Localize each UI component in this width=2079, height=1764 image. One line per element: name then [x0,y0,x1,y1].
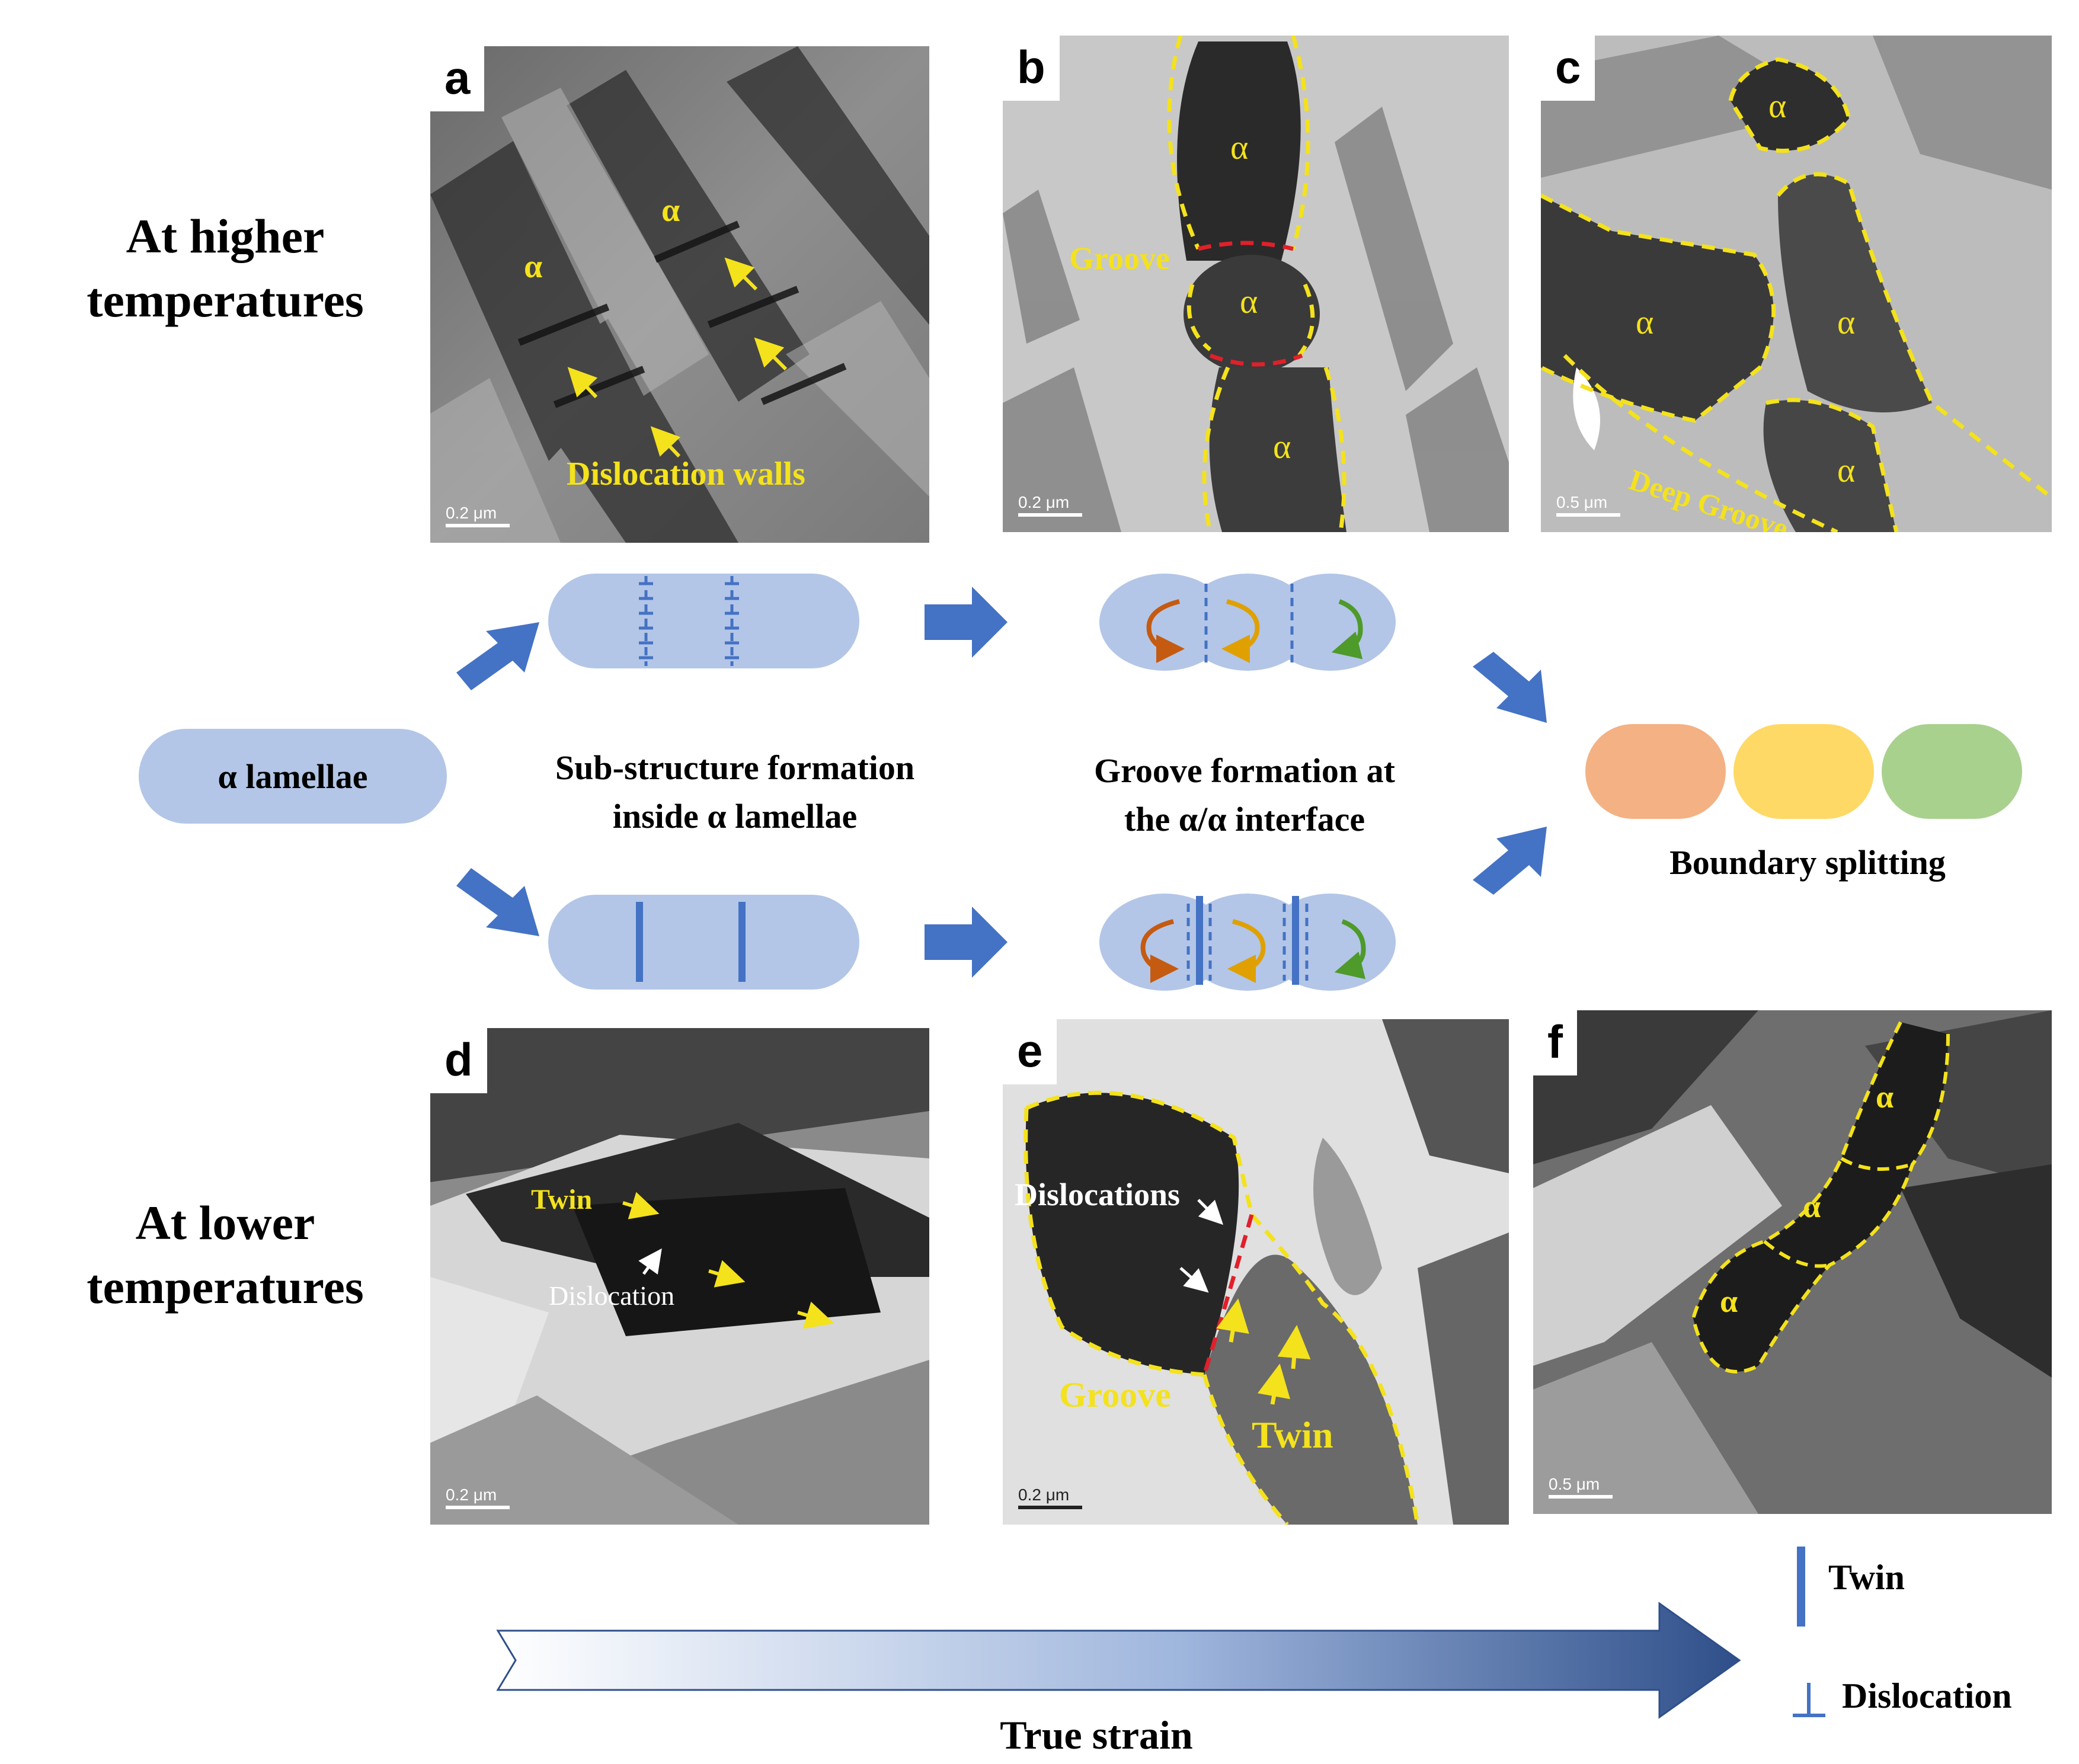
legend-twin-symbol [1797,1547,1805,1627]
result-caption: Boundary splitting [1669,843,1946,882]
panel-b-alpha-label: α [1240,282,1258,321]
panel-b-texture [1003,36,1509,532]
panel-a-letter: a [430,46,485,111]
panel-e-scale-bar: 0.2 μm [1018,1486,1082,1509]
legend-twin-label: Twin [1828,1558,1905,1597]
flow-arrows [456,587,1547,978]
arrow-upper-stage1-to-stage2 [925,587,1007,658]
panel-f-alpha-label: α [1803,1189,1821,1224]
panel-d-texture [430,1028,929,1525]
panel-d-letter: d [430,1028,487,1093]
legend-dislocation-symbol [1793,1683,1825,1717]
row-label-higher-temperatures: At higher temperatures [87,209,364,328]
arrow-upper-to-result [1473,652,1547,723]
panel-a-texture [430,46,929,543]
panel-b-alpha-label: α [1230,128,1249,167]
upper-stage1-lamella [548,574,859,668]
panel-f-micrograph: f α α α 0.5 μm [1533,1010,2052,1514]
panel-e-micrograph: e Dislocations Groove Twin 0.2 μm [1003,1019,1509,1525]
panel-b-letter: b [1003,36,1060,101]
panel-c-alpha-label: α [1837,451,1856,489]
lower-stage1-lamella [548,895,859,990]
panel-a-micrograph: a α α Dislocation walls 0.2 μm [430,46,929,543]
panel-c-alpha-label: α [1768,87,1787,125]
true-strain-label: True strain [1000,1712,1193,1757]
panel-d-scale-bar: 0.2 μm [446,1486,510,1509]
arrow-lower-to-result [1473,827,1547,895]
panel-c-alpha-label: α [1837,303,1856,341]
panel-e-letter: e [1003,1019,1057,1084]
panel-e-dislocations-label: Dislocations [1015,1177,1181,1212]
panel-f-scale-bar: 0.5 μm [1549,1475,1613,1499]
arrow-start-to-upper [456,622,539,690]
true-strain-arrow [496,1602,1741,1719]
panel-c-alpha-label: α [1636,303,1654,341]
panel-a-alpha-label: α [524,248,543,285]
panel-b-scale-bar: 0.2 μm [1018,493,1082,517]
legend-dislocation-label: Dislocation [1842,1676,2012,1715]
panel-f-letter: f [1533,1010,1577,1075]
panel-b-micrograph: b α α α Groove 0.2 μm [1003,36,1509,532]
stage2-caption: Groove formation at the α/α interface [1094,751,1395,839]
split-lamellae-result [1585,724,2022,819]
panel-a-alpha-label: α [661,192,680,229]
panel-d-dislocation-label: Dislocation [549,1280,675,1311]
panel-b-groove-label: Groove [1069,241,1170,276]
arrow-lower-stage1-to-stage2 [925,907,1007,978]
panel-f-alpha-label: α [1720,1283,1738,1319]
panel-d-twin-label: Twin [531,1184,593,1215]
lower-stage2-grooved-lamella [1099,894,1396,991]
arrow-start-to-lower [456,868,539,936]
panel-b-alpha-label: α [1273,427,1291,466]
panel-a-scale-bar: 0.2 μm [446,504,510,527]
upper-stage2-grooved-lamella [1099,574,1396,671]
row-label-lower-temperatures: At lower temperatures [87,1196,364,1314]
panel-c-scale-bar: 0.5 μm [1556,493,1620,517]
panel-f-texture [1533,1010,2052,1514]
alpha-lamella-start: α lamellae [139,729,447,824]
panel-f-alpha-label: α [1876,1079,1894,1115]
alpha-lamella-label: α lamellae [218,757,368,796]
panel-a-caption: Dislocation walls [567,456,805,492]
panel-d-micrograph: d Twin Dislocation 0.2 μm [430,1028,929,1525]
panel-e-groove-label: Groove [1059,1375,1171,1414]
panel-c-letter: c [1541,36,1595,101]
panel-e-twin-label: Twin [1252,1414,1333,1456]
stage1-caption: Sub-structure formation inside α lamella… [555,748,915,836]
